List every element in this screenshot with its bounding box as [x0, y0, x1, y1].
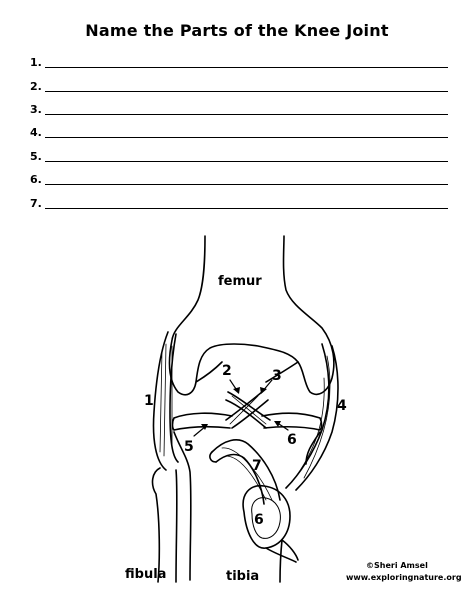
number-4: 4 [337, 398, 347, 414]
meniscus-6 [261, 412, 323, 431]
patella-tendon-tail [265, 539, 299, 563]
ligament-7-fibers [221, 447, 273, 501]
answer-rule [45, 161, 448, 162]
credit-site: www.exploringnature.org [346, 573, 462, 582]
arrowhead-2 [233, 387, 240, 394]
answer-number: 3. [30, 103, 42, 116]
tibia-bone [173, 431, 321, 581]
number-6-meniscus: 6 [287, 432, 297, 448]
femur-bone [168, 235, 335, 396]
label-tibia: tibia [226, 569, 259, 584]
credit-author: ©Sheri Amsel [366, 561, 428, 570]
answer-line-5[interactable]: 5. [30, 146, 448, 162]
cruciate-ligament-3 [225, 391, 269, 429]
knee-joint-diagram: femur fibula tibia 1 2 3 4 5 6 7 6 ©Sher… [0, 220, 474, 613]
number-6-patella: 6 [254, 512, 264, 528]
answer-number: 6. [30, 173, 42, 186]
knee-illustration: femur fibula tibia 1 2 3 4 5 6 7 6 ©Sher… [125, 235, 462, 584]
number-1: 1 [144, 393, 154, 409]
number-2: 2 [222, 363, 232, 379]
answer-rule [45, 114, 448, 115]
answer-line-1[interactable]: 1. [30, 52, 448, 68]
answer-rule [45, 137, 448, 138]
ligament-4 [285, 343, 339, 491]
arrowhead-3 [260, 387, 267, 394]
answer-number: 7. [30, 197, 42, 210]
fibula-bone [151, 467, 178, 583]
number-7: 7 [252, 458, 262, 474]
label-femur: femur [218, 274, 262, 289]
answer-line-2[interactable]: 2. [30, 76, 448, 92]
ligament-7 [211, 439, 281, 505]
worksheet-title: Name the Parts of the Knee Joint [85, 21, 389, 40]
tibia-shaft-right [279, 539, 283, 583]
ligament-1-fibers [159, 343, 173, 457]
ligament-7-end [209, 451, 217, 463]
patella-inner [251, 497, 281, 539]
meniscus-5 [171, 412, 233, 431]
number-5: 5 [184, 439, 194, 455]
answer-line-3[interactable]: 3. [30, 99, 448, 115]
answer-rule [45, 208, 448, 209]
number-3: 3 [272, 368, 282, 384]
ligament-1 [152, 331, 179, 471]
answer-line-4[interactable]: 4. [30, 122, 448, 138]
ligament-4-fibers [291, 355, 331, 483]
patella [242, 485, 291, 549]
femur-notch [195, 361, 299, 383]
cruciate-fibers [229, 395, 267, 425]
answer-line-7[interactable]: 7. [30, 193, 448, 209]
answer-rule [45, 184, 448, 185]
answer-rule [45, 91, 448, 92]
cruciate-ligament-2 [225, 391, 271, 429]
arrowhead-5 [201, 424, 208, 430]
answer-number: 4. [30, 126, 42, 139]
arrowhead-6 [274, 421, 281, 427]
label-fibula: fibula [125, 567, 166, 582]
answer-number: 1. [30, 56, 42, 69]
answer-number: 5. [30, 150, 42, 163]
answer-number: 2. [30, 80, 42, 93]
answer-rule [45, 67, 448, 68]
answer-line-6[interactable]: 6. [30, 169, 448, 185]
